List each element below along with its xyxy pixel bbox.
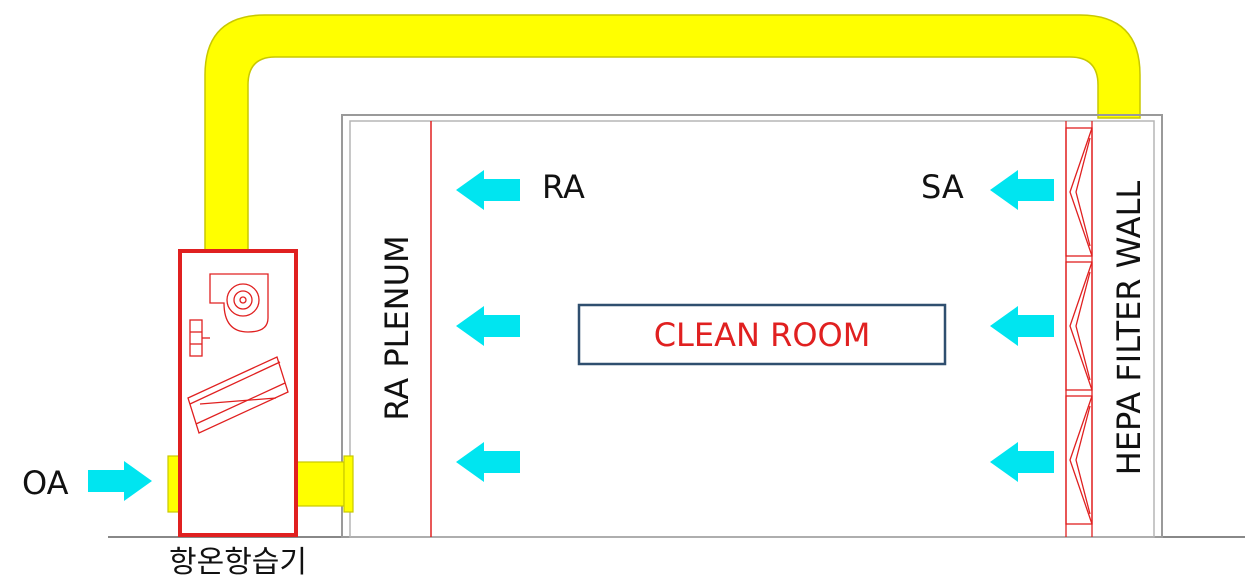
sa-label: SA [921,168,964,206]
room-inner-wall [349,120,1155,538]
outside-air-arrow [88,461,152,501]
supply-air-arrow-2 [990,306,1054,346]
clean-room-label: CLEAN ROOM [654,316,871,354]
return-air-arrow-3 [456,442,520,482]
oa-label: OA [22,464,69,502]
fan-icon [209,273,269,333]
hepa-filter-panel-1 [1065,127,1093,257]
coil-icon [187,356,289,434]
damper-icon [189,319,210,357]
supply-air-arrow-3 [990,442,1054,482]
return-duct [295,455,354,513]
hepa-filter-panel-3 [1065,395,1093,525]
clean-room-box [577,303,947,366]
air-handling-unit [178,249,298,537]
supply-air-arrow-1 [990,170,1054,210]
ra-label: RA [542,168,585,206]
ahu-label: 항온항습기 [169,545,307,580]
return-air-arrow-1 [456,170,520,210]
supply-duct [204,14,1141,251]
ra-plenum-label: RA PLENUM [378,235,416,420]
hepa-filter-wall-label: HEPA FILTER WALL [1110,181,1148,476]
hepa-filter-panel-2 [1065,261,1093,391]
hepa-filter-wall [1065,121,1093,537]
airflow-arrows [88,170,1054,501]
return-air-arrow-2 [456,306,520,346]
